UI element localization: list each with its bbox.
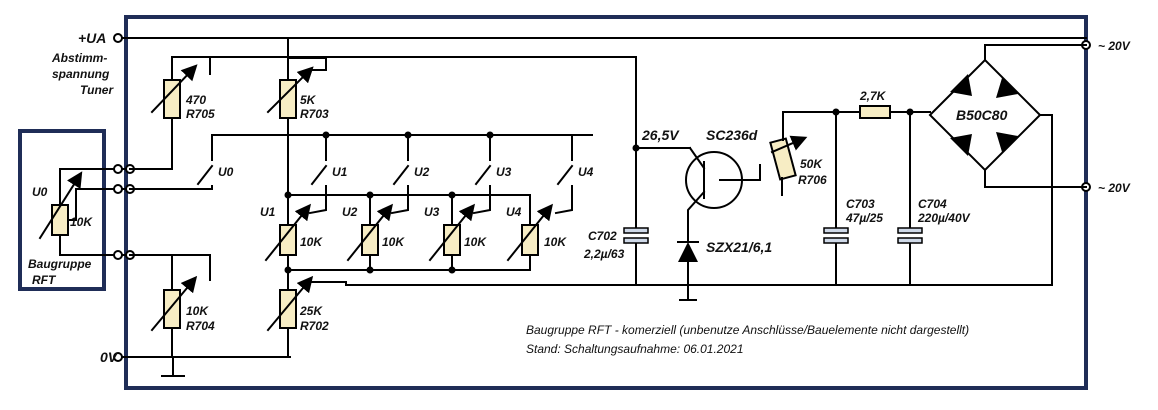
pot-u2 [346, 203, 393, 262]
label-switch-u4: U4 [578, 165, 594, 179]
label-module-2: RFT [32, 273, 57, 287]
label-transistor: SC236d [706, 127, 758, 143]
c703-plate-bottom [823, 237, 849, 244]
r704-wiring [129, 254, 211, 291]
label-switch-u3: U3 [496, 165, 512, 179]
label-ac-top: ~ 20V [1098, 39, 1131, 53]
bridge-ac-leads [984, 44, 1087, 188]
switch-u2 [390, 134, 410, 215]
label-r705: R705 [186, 107, 215, 121]
r705-arrow [150, 64, 198, 114]
label-0v: 0V [100, 349, 119, 365]
r702-arrow [266, 275, 314, 332]
module-pot [51, 204, 69, 236]
label-switch-u2: U2 [414, 165, 430, 179]
node-c704 [906, 108, 914, 116]
ground-symbol [161, 356, 185, 377]
c703-plate-top [823, 227, 849, 234]
label-c703-name: C703 [846, 197, 875, 211]
label-r703-val: 5K [300, 93, 317, 107]
c704-plate-top [897, 227, 923, 234]
r705-top-wire [209, 56, 637, 149]
label-ua: +UA [78, 30, 106, 46]
label-pot-u1-val: 10K [300, 235, 323, 249]
r706-wiring [781, 111, 784, 196]
c702-plate-bottom [623, 237, 649, 244]
switch-u3 [472, 134, 492, 215]
label-pot-u3-val: 10K [464, 235, 487, 249]
module-wiring [59, 168, 105, 256]
label-r-2k7: 2,7K [859, 89, 887, 103]
r-2k7-resistor [859, 105, 891, 119]
label-r704-val: 10K [186, 304, 209, 318]
label-zener: SZX21/6,1 [706, 239, 772, 255]
label-tuner-3: Tuner [80, 83, 114, 97]
module-rft-frame [18, 129, 106, 291]
r706-arrow [770, 135, 808, 154]
label-r702: R702 [300, 319, 329, 333]
label-switch-u0: U0 [218, 165, 234, 179]
switch-u1 [308, 134, 328, 215]
c704-plate-bottom [897, 237, 923, 244]
label-pot-left: 10K [70, 215, 93, 229]
board-frame [124, 15, 1088, 390]
node-c703 [832, 108, 840, 116]
module-pot-arrow [38, 171, 83, 240]
switch-u0 [129, 134, 214, 190]
caption-line-2: Stand: Schaltungsaufnahme: 06.01.2021 [526, 342, 744, 356]
label-u0-left: U0 [32, 185, 48, 199]
label-module-1: Baugruppe [28, 257, 92, 271]
r703-wiring [287, 57, 327, 196]
r704-resistor [163, 289, 181, 329]
label-c704-name: C704 [918, 197, 947, 211]
label-switch-u1: U1 [332, 165, 348, 179]
r703-arrow [266, 66, 314, 114]
label-pot-u4: U4 [506, 205, 522, 219]
label-265v: 26,5V [641, 127, 680, 143]
pot-u1 [264, 203, 311, 262]
zener-diode [678, 242, 698, 262]
label-r704: R704 [186, 319, 215, 333]
label-tuner-1: Abstimm- [51, 51, 107, 65]
tuner-wire [129, 117, 173, 170]
c702-plate-top [623, 227, 649, 234]
label-r705-val: 470 [185, 93, 206, 107]
switch-rail-dots [322, 131, 494, 139]
label-tuner-2: spannung [52, 67, 110, 81]
caption-line-1: Baugruppe RFT - komerziell (unbenutze An… [526, 323, 969, 337]
ground-return [345, 114, 1053, 286]
zener-leads [677, 227, 699, 301]
label-r703: R703 [300, 107, 329, 121]
r704-arrow [150, 275, 198, 332]
label-pot-u3: U3 [424, 205, 440, 219]
label-ac-bottom: ~ 20V [1098, 181, 1131, 195]
label-pot-u4-val: 10K [544, 235, 567, 249]
r702-resistor [279, 289, 297, 329]
r706-resistor [769, 137, 797, 181]
label-c702-value: 2,2µ/63 [583, 247, 625, 261]
label-c702-name: C702 [588, 229, 617, 243]
label-c704-value: 220µ/40V [917, 211, 971, 225]
label-bridge: B50C80 [956, 107, 1008, 123]
r705-wiring [171, 56, 211, 81]
label-r706-val: 50K [800, 157, 823, 171]
pot-u3 [428, 203, 475, 262]
label-pot-u2-val: 10K [382, 235, 405, 249]
label-pot-u1: U1 [260, 205, 276, 219]
transistor-leads [687, 146, 761, 229]
pot-links [369, 194, 531, 271]
switch-u4 [554, 134, 574, 215]
label-r702-val: 25K [299, 304, 323, 318]
c702-wiring [635, 147, 691, 286]
label-pot-u2: U2 [342, 205, 358, 219]
pot-u4 [506, 203, 553, 262]
label-r706: R706 [798, 173, 827, 187]
bridge-diodes [950, 74, 1018, 156]
label-c703-value: 47µ/25 [845, 211, 883, 225]
